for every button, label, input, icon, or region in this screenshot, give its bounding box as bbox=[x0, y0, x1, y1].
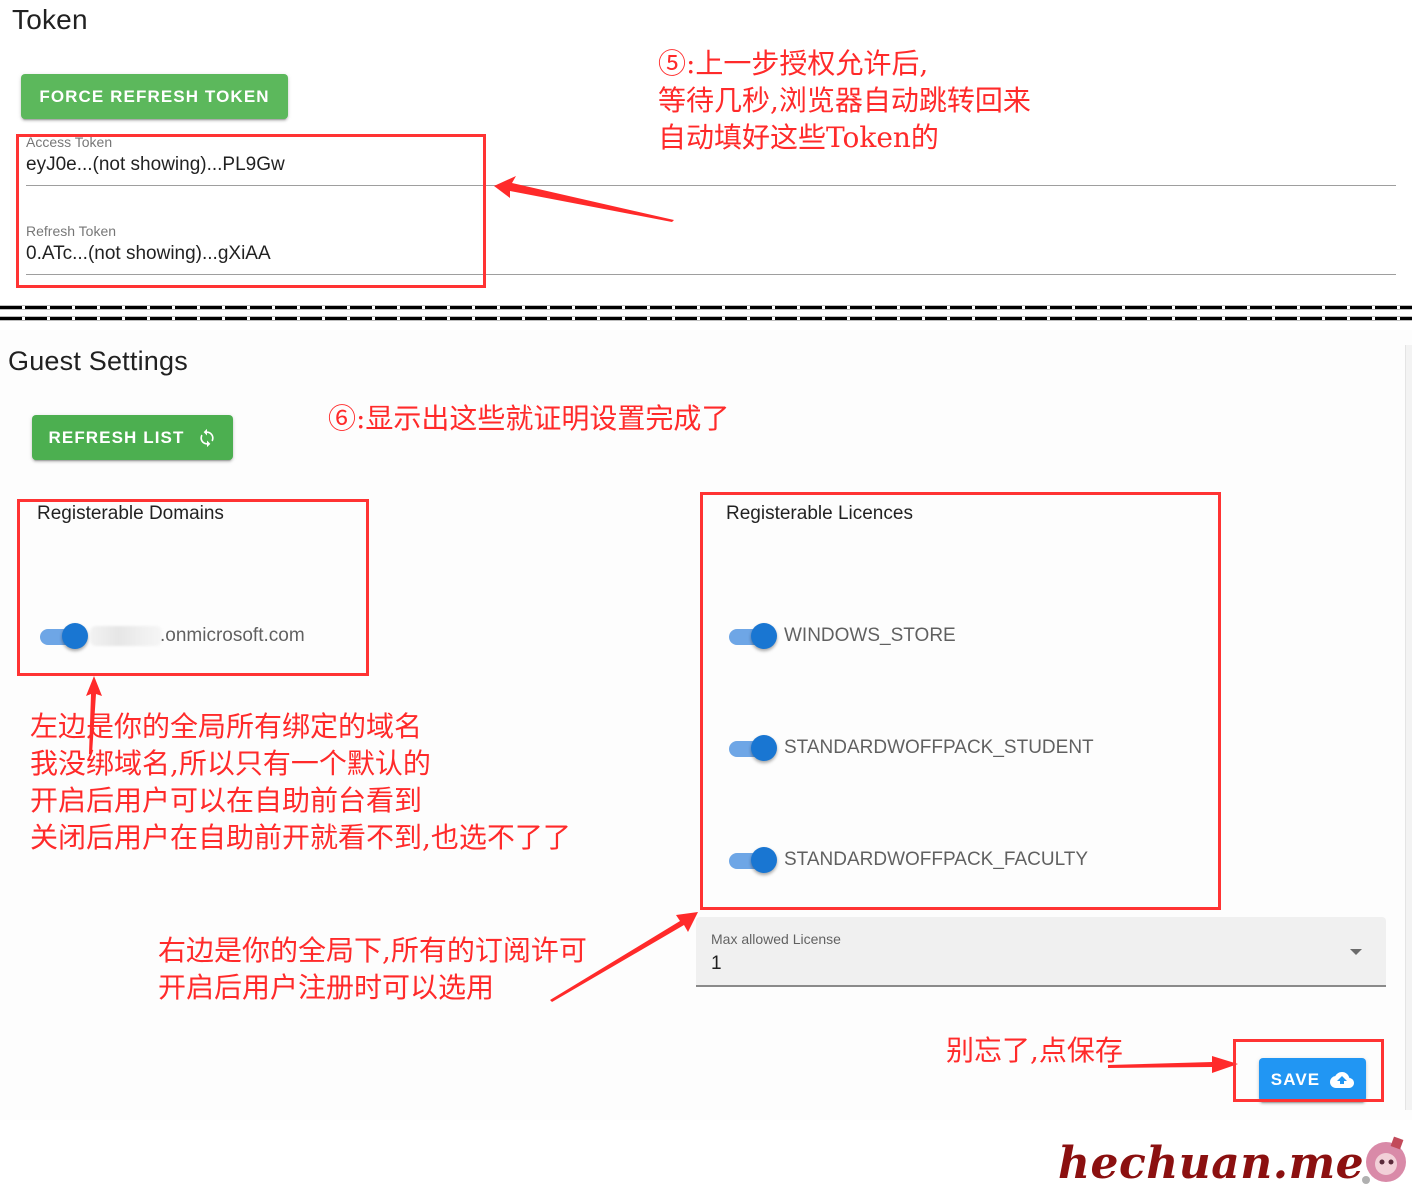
refresh-token-underline bbox=[26, 274, 1396, 275]
guest-settings-panel bbox=[0, 330, 1412, 1120]
right-note-annotation: 右边是你的全局下,所有的订阅许可 开启后用户注册时可以选用 bbox=[158, 932, 587, 1006]
divider-top bbox=[0, 305, 1412, 310]
max-license-label: Max allowed License bbox=[711, 931, 841, 947]
refresh-icon bbox=[197, 428, 217, 448]
left-note-line-1: 左边是你的全局所有绑定的域名 bbox=[30, 710, 423, 743]
switch-thumb bbox=[751, 623, 777, 649]
blurred-domain-prefix bbox=[90, 626, 162, 646]
domains-arrow-icon bbox=[86, 676, 102, 754]
force-refresh-token-button[interactable]: FORCE REFRESH TOKEN bbox=[21, 74, 288, 119]
refresh-token-value: 0.ATc...(not showing)...gXiAA bbox=[26, 243, 271, 264]
refresh-token-field[interactable]: Refresh Token 0.ATc...(not showing)...gX… bbox=[26, 223, 1396, 275]
access-token-value: eyJ0e...(not showing)...PL9Gw bbox=[26, 154, 285, 175]
licences-title: Registerable Licences bbox=[726, 503, 913, 524]
save-label: SAVE bbox=[1270, 1070, 1321, 1089]
right-note-line-1: 右边是你的全局下,所有的订阅许可 bbox=[158, 934, 587, 967]
domain-toggle-onmicrosoft[interactable] bbox=[40, 623, 88, 649]
licence-toggle-student[interactable] bbox=[729, 735, 777, 761]
left-note-line-4: 关闭后用户在自助前开就看不到,也选不了了 bbox=[30, 821, 571, 854]
access-token-field[interactable]: Access Token eyJ0e...(not showing)...PL9… bbox=[26, 134, 1396, 186]
step5-line-2: 等待几秒,浏览器自动跳转回来 bbox=[658, 84, 1031, 117]
step6-annotation: ⑥:显示出这些就证明设置完成了 bbox=[328, 402, 730, 435]
domains-highlight-box bbox=[17, 499, 369, 676]
dropdown-caret-icon bbox=[1350, 949, 1362, 955]
step5-annotation: ⑤:上一步授权允许后, 等待几秒,浏览器自动跳转回来 自动填好这些Token的 bbox=[658, 45, 1031, 156]
token-section-title: Token bbox=[12, 4, 88, 35]
step5-line-3: 自动填好这些Token的 bbox=[658, 121, 939, 154]
left-note-line-2: 我没绑域名,所以只有一个默认的 bbox=[30, 747, 431, 780]
licences-highlight-box bbox=[700, 492, 1221, 910]
mascot-icon bbox=[1362, 1136, 1406, 1184]
licence-label-faculty: STANDARDWOFFPACK_FACULTY bbox=[784, 849, 1089, 870]
right-note-line-2: 开启后用户注册时可以选用 bbox=[158, 971, 495, 1004]
save-button[interactable]: SAVE bbox=[1259, 1058, 1366, 1102]
save-highlight-box bbox=[1233, 1039, 1384, 1102]
divider-bottom bbox=[0, 316, 1412, 321]
force-refresh-token-label: FORCE REFRESH TOKEN bbox=[39, 86, 270, 106]
access-token-label: Access Token bbox=[26, 134, 113, 150]
save-arrow-icon bbox=[1108, 1056, 1238, 1073]
licence-label-student: STANDARDWOFFPACK_STUDENT bbox=[784, 737, 1094, 758]
left-note-line-3: 开启后用户可以在自助前台看到 bbox=[30, 784, 423, 817]
save-note-annotation: 别忘了,点保存 bbox=[946, 1034, 1123, 1067]
licence-label-windows-store: WINDOWS_STORE bbox=[784, 625, 956, 646]
step5-arrow-icon bbox=[494, 176, 674, 222]
domains-title: Registerable Domains bbox=[37, 503, 224, 524]
access-token-underline bbox=[26, 185, 1396, 186]
left-note-annotation: 左边是你的全局所有绑定的域名 我没绑域名,所以只有一个默认的 开启后用户可以在自… bbox=[30, 708, 571, 856]
refresh-list-button[interactable]: REFRESH LIST bbox=[32, 415, 233, 460]
switch-thumb bbox=[62, 623, 88, 649]
guest-settings-title: Guest Settings bbox=[8, 346, 188, 376]
licence-toggle-windows-store[interactable] bbox=[729, 623, 777, 649]
domain-label: .onmicrosoft.com bbox=[160, 625, 305, 646]
refresh-list-label: REFRESH LIST bbox=[48, 427, 185, 447]
switch-thumb bbox=[751, 735, 777, 761]
refresh-token-label: Refresh Token bbox=[26, 223, 117, 239]
licences-arrow-icon bbox=[550, 912, 698, 1002]
token-highlight-box bbox=[16, 134, 486, 288]
licence-toggle-faculty[interactable] bbox=[729, 847, 777, 873]
max-license-select[interactable]: Max allowed License 1 bbox=[696, 917, 1386, 987]
step5-line-1: ⑤:上一步授权允许后, bbox=[658, 47, 929, 80]
cloud-upload-icon bbox=[1330, 1071, 1355, 1089]
scrollbar-track[interactable] bbox=[1405, 345, 1412, 1110]
watermark-text: hechuan.me bbox=[1058, 1138, 1365, 1188]
switch-thumb bbox=[751, 847, 777, 873]
max-license-value: 1 bbox=[711, 953, 722, 974]
